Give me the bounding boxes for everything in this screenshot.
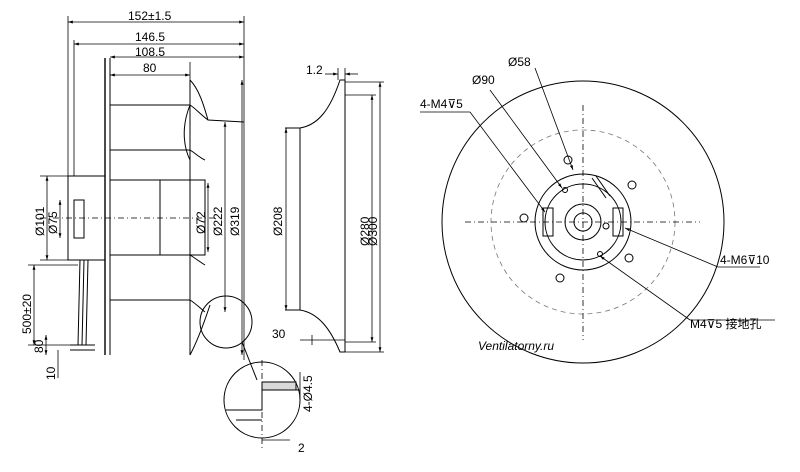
label-d58: Ø58	[508, 55, 531, 69]
dim-101: Ø101	[33, 206, 47, 236]
dim-222: Ø222	[211, 206, 225, 236]
label-ground-hole: M4⊽5 接地孔	[690, 316, 761, 331]
dim-30: 30	[272, 327, 286, 341]
dim-cable-end: 10	[44, 366, 58, 380]
dim-80: 80	[143, 61, 157, 75]
dim-offset: 2	[298, 441, 305, 455]
dim-75: Ø75	[46, 211, 60, 234]
side-view: 152±1.5 146.5 108.5 80 Ø101 Ø75 Ø72 Ø222…	[20, 9, 258, 381]
dim-208: Ø208	[271, 206, 285, 236]
section-view: 1.2 30 Ø208 Ø280 Ø300	[271, 63, 384, 353]
dim-1-2: 1.2	[306, 63, 323, 77]
dim-146: 146.5	[135, 30, 165, 44]
dim-cable-strip: 80	[32, 339, 46, 353]
front-view: Ø58 Ø90 4-M4⊽5 4-M6⊽10 M4⊽5 接地孔	[420, 55, 775, 364]
label-m6-holes: 4-M6⊽10	[720, 253, 770, 267]
detail-view: 4-Ø4.5 2	[223, 360, 315, 455]
dim-hole: 4-Ø4.5	[301, 375, 315, 412]
dim-cable-length: 500±20	[20, 294, 34, 334]
dim-152: 152±1.5	[128, 9, 172, 23]
watermark: Ventilatorny.ru	[478, 339, 554, 353]
dim-280: Ø280	[358, 216, 372, 246]
label-m4-holes: 4-M4⊽5	[420, 97, 463, 111]
dim-108: 108.5	[135, 45, 165, 59]
dim-319: Ø319	[228, 206, 242, 236]
dim-72: Ø72	[194, 211, 208, 234]
label-d90: Ø90	[472, 73, 495, 87]
dim-300: Ø300	[366, 216, 380, 246]
